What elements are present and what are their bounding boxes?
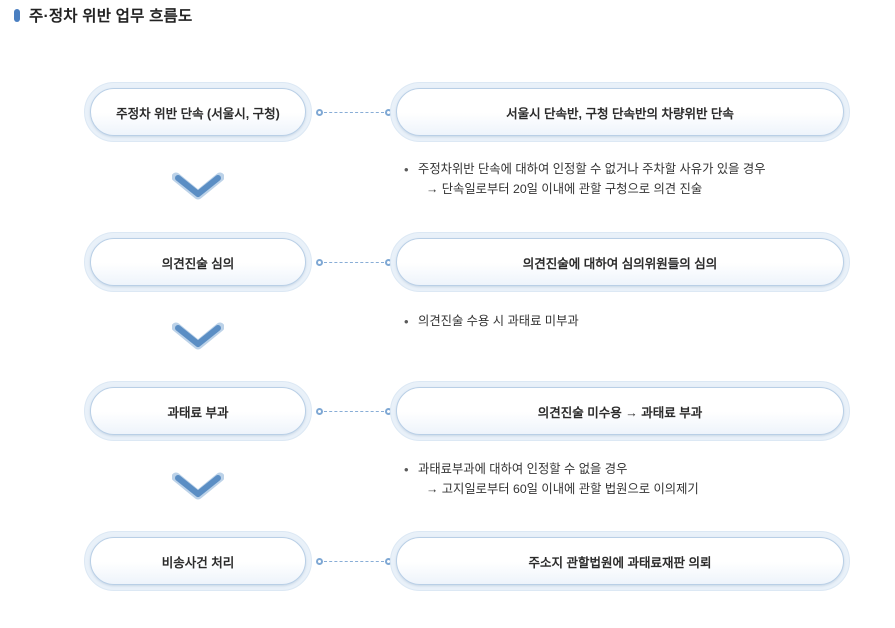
chevron-down-icon-3	[172, 472, 224, 500]
page-title-row: 주·정차 위반 업무 흐름도	[14, 4, 192, 26]
step-1-left-node[interactable]: 주정차 위반 단속 (서울시, 구청)	[90, 88, 306, 136]
step-4-right-label: 주소지 관할법원에 과태료재판 의뢰	[528, 555, 712, 570]
note-line: • 주정차위반 단속에 대하여 인정할 수 없거나 주차할 사유가 있을 경우	[404, 160, 874, 180]
note-line: • 과태료부과에 대하여 인정할 수 없을 경우	[404, 460, 874, 480]
step-3-connector	[316, 407, 392, 416]
step-2-left-node[interactable]: 의견진술 심의	[90, 238, 306, 286]
connector-dot-left-icon	[316, 259, 323, 266]
step-3-left-node[interactable]: 과태료 부과	[90, 387, 306, 435]
note-bullet-icon: •	[404, 314, 409, 329]
step-3-right-node[interactable]: 의견진술 미수용 → 과태료 부과	[396, 387, 844, 435]
step-1-connector	[316, 108, 392, 117]
note-bullet-icon: •	[404, 162, 409, 177]
step-3-notes: • 과태료부과에 대하여 인정할 수 없을 경우 → 고지일로부터 60일 이내…	[404, 460, 874, 499]
note-line: • 의견진술 수용 시 과태료 미부과	[404, 312, 874, 332]
step-1-notes: • 주정차위반 단속에 대하여 인정할 수 없거나 주차할 사유가 있을 경우 …	[404, 160, 874, 199]
chevron-down-icon-2	[172, 322, 224, 350]
step-3-right-label: 의견진술 미수용 → 과태료 부과	[537, 405, 703, 420]
note-text: 의견진술 수용 시 과태료 미부과	[418, 314, 579, 328]
step-1-right-label: 서울시 단속반, 구청 단속반의 차량위반 단속	[506, 106, 734, 121]
connector-dot-left-icon	[316, 558, 323, 565]
chevron-down-icon-1	[172, 172, 224, 200]
step-2-notes: • 의견진술 수용 시 과태료 미부과	[404, 312, 874, 332]
step-2-left-label: 의견진술 심의	[161, 256, 235, 271]
connector-dash-icon	[324, 561, 384, 562]
note-text: → 고지일로부터 60일 이내에 관할 법원으로 이의제기	[426, 481, 699, 496]
step-2-connector	[316, 258, 392, 267]
note-text: → 단속일로부터 20일 이내에 관할 구청으로 의견 진술	[426, 181, 703, 196]
step-4-right-node[interactable]: 주소지 관할법원에 과태료재판 의뢰	[396, 537, 844, 585]
connector-dot-left-icon	[316, 109, 323, 116]
note-text: 과태료부과에 대하여 인정할 수 없을 경우	[418, 462, 628, 476]
step-2-right-node[interactable]: 의견진술에 대하여 심의위원들의 심의	[396, 238, 844, 286]
title-bullet-icon	[14, 8, 20, 22]
step-4-left-label: 비송사건 처리	[161, 555, 235, 570]
step-1-right-node[interactable]: 서울시 단속반, 구청 단속반의 차량위반 단속	[396, 88, 844, 136]
note-text: 주정차위반 단속에 대하여 인정할 수 없거나 주차할 사유가 있을 경우	[418, 162, 766, 176]
note-bullet-icon: •	[404, 462, 409, 477]
step-4-left-node[interactable]: 비송사건 처리	[90, 537, 306, 585]
step-4-connector	[316, 557, 392, 566]
page-title: 주·정차 위반 업무 흐름도	[29, 8, 193, 25]
connector-dash-icon	[324, 262, 384, 263]
connector-dot-left-icon	[316, 408, 323, 415]
step-2-right-label: 의견진술에 대하여 심의위원들의 심의	[522, 256, 718, 271]
step-3-left-label: 과태료 부과	[167, 405, 229, 420]
connector-dash-icon	[324, 112, 384, 113]
step-1-left-label: 주정차 위반 단속 (서울시, 구청)	[116, 106, 280, 121]
connector-dash-icon	[324, 411, 384, 412]
